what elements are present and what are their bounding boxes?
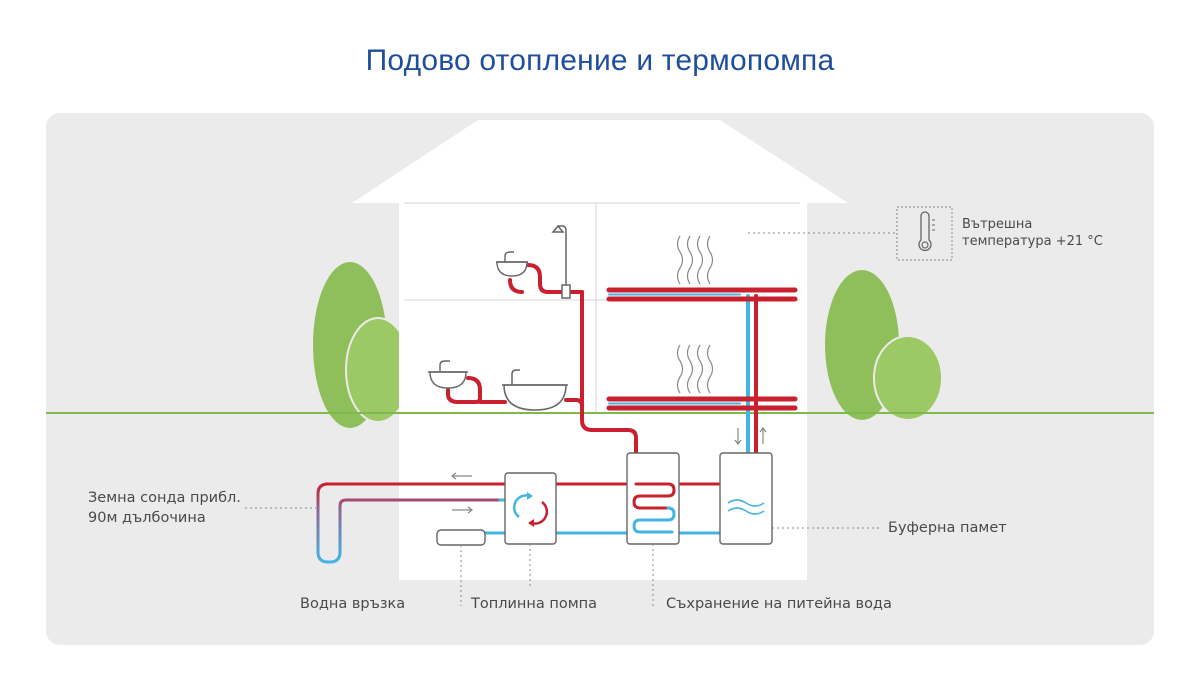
heat-pump-unit xyxy=(504,472,557,545)
ground-probe-label: Земна сонда прибл. 90м дълбочина xyxy=(88,488,241,528)
riser-pipes xyxy=(580,290,758,455)
sink-icon xyxy=(496,251,528,277)
heat-wave-icon xyxy=(676,235,714,394)
ground-probe-line2: 90м дълбочина xyxy=(88,510,206,526)
bathtub-icon xyxy=(502,369,568,411)
buffer-label: Буферна памет xyxy=(888,520,1007,536)
ground-probe-pipe xyxy=(316,482,500,564)
indoor-temp-line1: Вътрешна xyxy=(962,217,1033,232)
sanitary-pipes xyxy=(446,263,584,408)
drinking-water-label: Съхранение на питейна вода xyxy=(666,596,892,612)
water-connection-label: Водна връзка xyxy=(300,596,406,612)
indoor-temp-line2: температура +21 °C xyxy=(962,234,1103,249)
floor-heating-loop-lower xyxy=(606,396,798,411)
tree-right xyxy=(825,270,943,421)
indoor-temp-label: Вътрешна температура +21 °C xyxy=(962,216,1103,250)
page-title: Подово отопление и термопомпа xyxy=(365,44,835,77)
floor-heating-loop-upper xyxy=(606,287,798,302)
thermometer-icon xyxy=(896,206,953,261)
leader-lines xyxy=(245,232,897,606)
water-connection-unit xyxy=(436,529,486,546)
house xyxy=(352,120,848,580)
shower-icon xyxy=(551,224,571,299)
tree-left xyxy=(313,262,411,428)
sink-icon xyxy=(428,360,468,389)
buffer-tank xyxy=(719,452,773,545)
flow-arrows xyxy=(451,427,767,514)
heat-pump-label: Топлинна помпа xyxy=(471,596,598,612)
drinking-water-tank xyxy=(626,452,680,545)
ground-probe-line1: Земна сонда прибл. xyxy=(88,490,241,506)
